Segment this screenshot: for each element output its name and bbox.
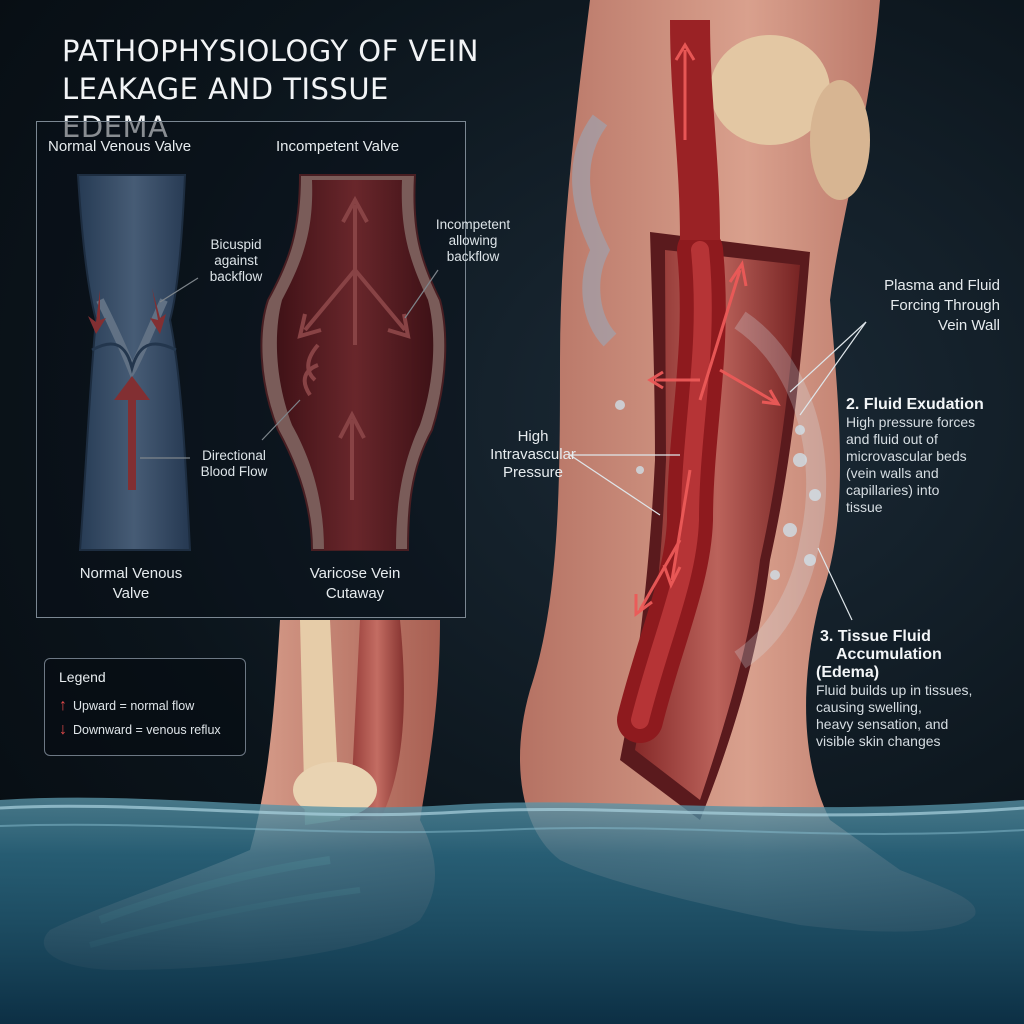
exudation-block: 2. Fluid Exudation High pressure forces …	[846, 396, 1016, 516]
pressure-line: Intravascular	[490, 446, 576, 463]
pressure-label: High Intravascular Pressure	[478, 428, 588, 482]
leader-lines	[140, 269, 867, 621]
arrow-down-icon: ↓	[59, 721, 67, 738]
title-line-1: PATHOPHYSIOLOGY OF VEIN	[62, 34, 479, 68]
incompetent-label-line: allowing	[448, 233, 498, 248]
legend-row-down: ↓ Downward = venous reflux	[59, 721, 221, 739]
edema-line: visible skin changes	[816, 733, 941, 749]
right-leg	[520, 0, 976, 932]
edema-title-line: (Edema)	[816, 664, 880, 681]
edema-block: 3. Tissue Fluid Accumulation (Edema) Flu…	[816, 628, 1016, 750]
exudation-line: microvascular beds	[846, 448, 967, 464]
bicuspid-label-line: against	[214, 253, 258, 268]
edema-line: heavy sensation, and	[816, 716, 949, 732]
exudation-line: tissue	[846, 499, 883, 515]
exudation-body: High pressure forces and fluid out of mi…	[846, 414, 1016, 516]
caption-line: Cutaway	[325, 585, 385, 602]
flow-label-line: Directional	[202, 448, 266, 463]
bicuspid-label-line: Bicuspid	[210, 237, 262, 252]
legend-up-text: Upward = normal flow	[73, 699, 195, 713]
pressure-line: High	[517, 428, 549, 445]
exudation-line: and fluid out of	[846, 431, 938, 447]
caption-line: Varicose Vein	[309, 565, 401, 582]
exudation-line: High pressure forces	[846, 414, 976, 430]
incompetent-label-line: backflow	[446, 249, 500, 264]
legend-down-text: Downward = venous reflux	[73, 723, 221, 737]
flow-label-line: Blood Flow	[200, 464, 268, 479]
edema-line: causing swelling,	[816, 699, 922, 715]
exudation-line: capillaries) into	[846, 482, 940, 498]
edema-title: 3. Tissue Fluid Accumulation (Edema)	[816, 628, 1016, 682]
water-surface	[0, 797, 1024, 1024]
edema-body: Fluid builds up in tissues, causing swel…	[816, 682, 1016, 750]
incompetent-label-line: Incompetent	[435, 217, 511, 232]
normal-valve-caption: Normal Venous Valve	[56, 564, 206, 604]
plasma-line: Plasma and Fluid	[884, 277, 1000, 294]
pressure-line: Pressure	[502, 464, 564, 481]
exudation-line: (vein walls and	[846, 465, 939, 481]
varicose-caption: Varicose Vein Cutaway	[280, 564, 430, 604]
plasma-line: Vein Wall	[938, 317, 1000, 334]
legend-title: Legend	[59, 669, 106, 685]
exudation-title: 2. Fluid Exudation	[846, 396, 984, 413]
arrow-up-icon: ↑	[59, 697, 67, 714]
caption-line: Valve	[112, 585, 150, 602]
edema-title-line: 3. Tissue Fluid	[820, 628, 931, 645]
valve-comparison-panel	[36, 121, 466, 618]
page-title: PATHOPHYSIOLOGY OF VEIN LEAKAGE AND TISS…	[62, 32, 502, 146]
incompetent-valve-header: Incompetent Valve	[276, 138, 400, 155]
plasma-line: Forcing Through	[890, 297, 1000, 314]
legend: Legend ↑ Upward = normal flow ↓ Downward…	[44, 658, 246, 756]
legend-row-up: ↑ Upward = normal flow	[59, 697, 194, 715]
normal-valve-header: Normal Venous Valve	[48, 138, 192, 155]
flow-label: Directional Blood Flow	[188, 448, 280, 480]
incompetent-label: Incompetent allowing backflow	[425, 217, 521, 265]
edema-title-line: Accumulation	[836, 646, 942, 663]
caption-line: Normal Venous	[79, 565, 183, 582]
varicose-vein-illustration	[260, 174, 447, 551]
edema-line: Fluid builds up in tissues,	[816, 682, 973, 698]
normal-vein-illustration	[76, 174, 192, 551]
title-line-2: LEAKAGE AND TISSUE EDEMA	[62, 72, 389, 144]
plasma-label: Plasma and Fluid Forcing Through Vein Wa…	[850, 276, 1000, 336]
bicuspid-label: Bicuspid against backflow	[196, 237, 276, 285]
bicuspid-label-line: backflow	[209, 269, 263, 284]
